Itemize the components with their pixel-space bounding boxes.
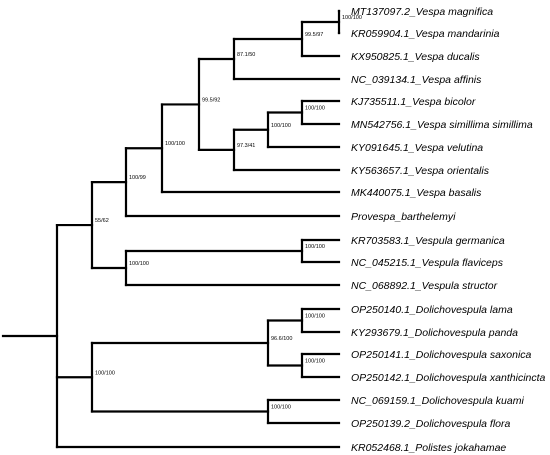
support-value-n4: 100/100	[305, 106, 325, 112]
support-value-n9: 100/99	[129, 175, 146, 181]
tip-label-t18: NC_069159.1_Dolichovespula kuami	[351, 395, 524, 407]
tip-label-t4: NC_039134.1_Vespa affinis	[351, 74, 482, 86]
support-value-n6: 97.3/41	[237, 143, 255, 149]
tip-label-t2: KR059904.1_Vespa mandarinia	[351, 28, 500, 40]
support-value-n14: 100/100	[305, 359, 325, 365]
tip-label-t1: MT137097.2_Vespa magnifica	[351, 6, 493, 18]
tip-label-t13: NC_068892.1_Vespula structor	[351, 280, 498, 292]
tip-labels: MT137097.2_Vespa magnificaKR059904.1_Ves…	[351, 6, 546, 454]
support-value-n3: 87.1/50	[237, 52, 255, 58]
support-value-n8: 100/100	[165, 141, 185, 147]
support-value-n12: 55/62	[95, 218, 109, 224]
tree-branches	[1, 9, 341, 449]
tip-label-t10: Provespa_barthelemyi	[351, 211, 456, 223]
tip-label-t5: KJ735511.1_Vespa bicolor	[351, 96, 476, 108]
tip-label-t7: KY091645.1_Vespa velutina	[351, 142, 483, 154]
tip-label-t20: KR052468.1_Polistes jokahamae	[351, 442, 506, 454]
tip-label-t16: OP250141.1_Dolichovespula saxonica	[351, 349, 532, 361]
tip-label-t12: NC_045215.1_Vespula flaviceps	[351, 257, 504, 269]
tip-label-t9: MK440075.1_Vespa basalis	[351, 187, 482, 199]
tip-label-t19: OP250139.2_Dolichovespula flora	[351, 418, 511, 430]
tip-label-t15: KY293679.1_Dolichovespula panda	[351, 327, 518, 339]
support-value-n11: 100/100	[129, 261, 149, 267]
tip-label-t17: OP250142.1_Dolichovespula xanthicincta	[351, 372, 546, 384]
tip-label-t6: MN542756.1_Vespa simillima simillima	[351, 119, 533, 131]
tip-label-t11: KR703583.1_Vespula germanica	[351, 235, 505, 247]
tip-label-t14: OP250140.1_Dolichovespula lama	[351, 304, 513, 316]
support-value-n1: 100/100	[342, 15, 362, 21]
support-value-n5: 100/100	[271, 123, 291, 129]
tip-label-t8: KY563657.1_Vespa orientalis	[351, 165, 490, 177]
support-value-n2: 99.5/97	[305, 32, 323, 38]
support-value-n17: 100/100	[95, 370, 115, 376]
support-value-n15: 96.6/100	[271, 336, 292, 342]
tip-label-t3: KX950825.1_Vespa ducalis	[351, 51, 480, 63]
support-value-n7: 99.5/92	[202, 97, 220, 103]
support-value-n10: 100/100	[305, 244, 325, 250]
support-value-n13: 100/100	[305, 314, 325, 320]
support-values: 100/100 99.5/97 87.1/50 100/100 100/100 97.3/…	[95, 15, 362, 411]
support-value-n16: 100/100	[271, 405, 291, 411]
